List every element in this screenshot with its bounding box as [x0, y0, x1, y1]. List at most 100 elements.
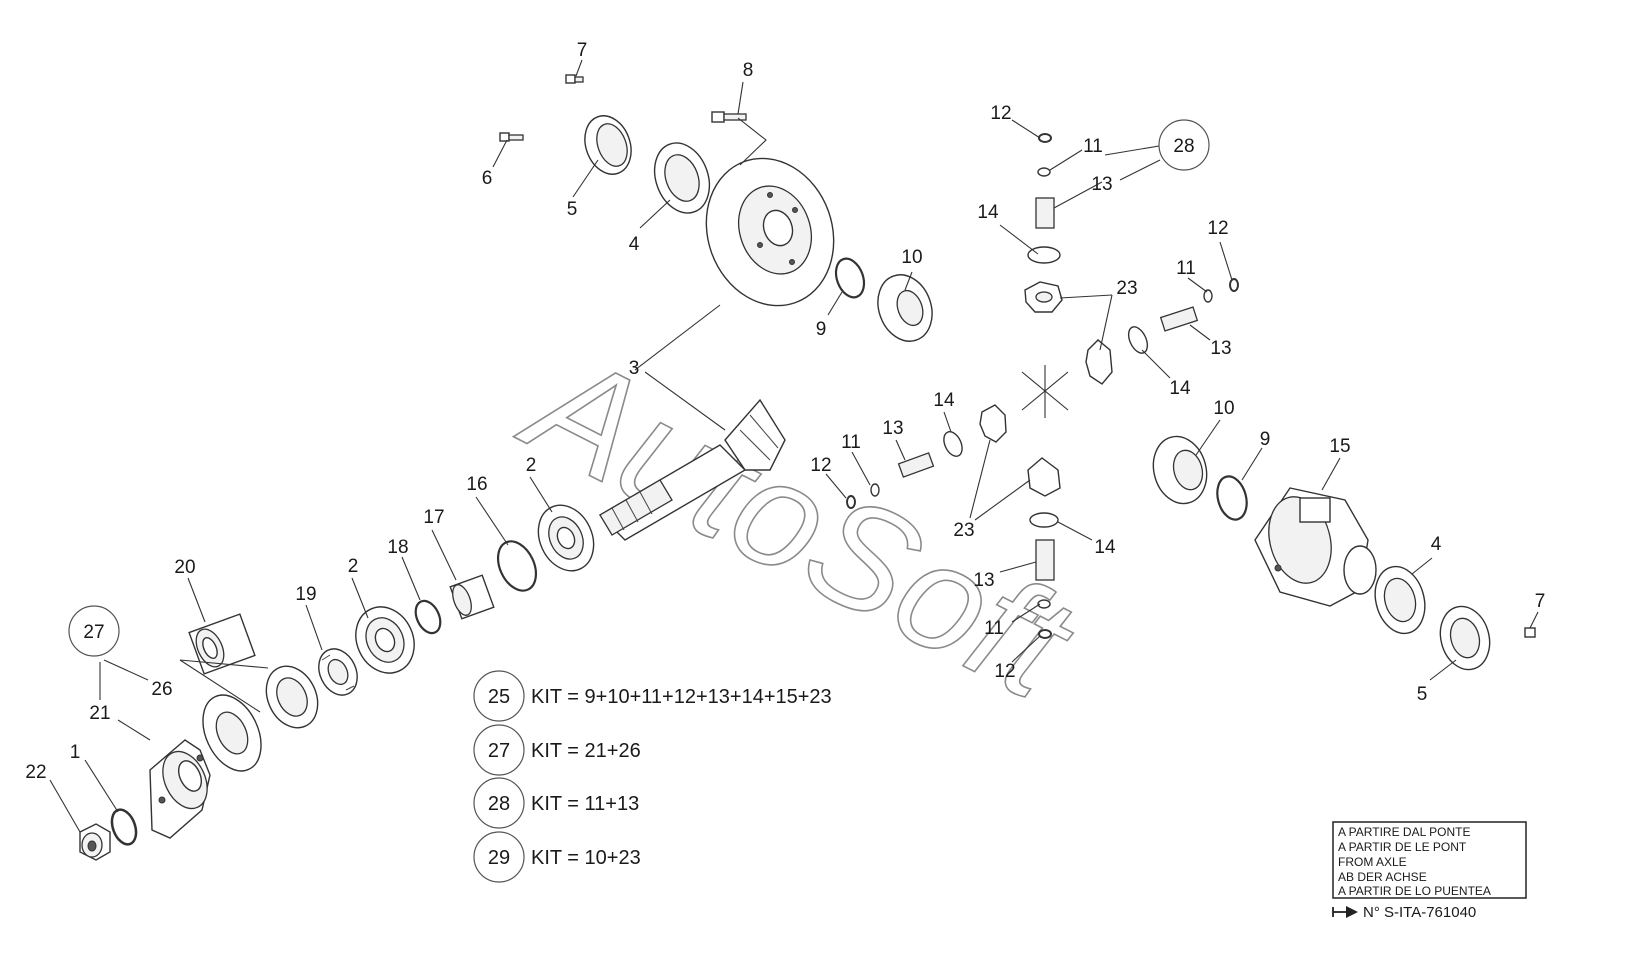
callout-11-top: 11: [1083, 136, 1103, 157]
part-11-ball-top: [1037, 167, 1051, 177]
kit-row: 28 KIT = 11+13: [473, 777, 639, 829]
callout-3: 3: [629, 358, 640, 379]
callout-labels: 7 8 6 5 4 10 9 3 12 11 13 14 12 11 23 13…: [25, 40, 1545, 783]
svg-text:KIT = 10+23: KIT = 10+23: [531, 847, 641, 869]
part-3-crown-gear: [705, 157, 835, 307]
callout-5-right: 5: [1417, 684, 1428, 705]
callout-14-top: 14: [977, 202, 999, 223]
arrow-right-icon: [1332, 906, 1358, 918]
part-13-pin-top: [1035, 197, 1055, 229]
callout-14-bottom: 14: [1094, 537, 1116, 558]
svg-text:KIT = 9+10+11+12+13+14+15+23: KIT = 9+10+11+12+13+14+15+23: [531, 686, 832, 708]
callout-21: 21: [89, 703, 110, 724]
part-9-washer-top: [834, 257, 866, 299]
part-seal: [265, 665, 319, 729]
part-22-nut: [79, 823, 111, 861]
part-2-bearing-left: [355, 606, 415, 674]
part-13-pin-right: [1159, 306, 1199, 332]
callout-23-bottom: 23: [953, 520, 974, 541]
serial-number: N° S-ITA-761040: [1363, 904, 1476, 921]
callout-10-top: 10: [901, 247, 922, 268]
callout-15: 15: [1329, 436, 1350, 457]
part-16-shim: [496, 540, 538, 592]
note-line: A PARTIRE DAL PONTE: [1338, 825, 1470, 839]
callout-4-right: 4: [1431, 534, 1442, 555]
callout-5-top: 5: [567, 199, 578, 220]
part-20-sleeve: [188, 613, 256, 675]
callout-26: 26: [151, 679, 172, 700]
part-12-clip-left: [846, 495, 856, 509]
spider-center: [1021, 365, 1069, 418]
part-7-bolt-right: [1524, 627, 1536, 638]
part-19-nut: [318, 648, 358, 696]
part-12-clip-bottom: [1038, 629, 1052, 639]
part-14-washer-right: [1127, 326, 1149, 354]
svg-text:27: 27: [83, 622, 104, 643]
part-15-diff-case: [1254, 487, 1377, 607]
callout-19: 19: [295, 584, 316, 605]
part-23-gear-right: [1085, 339, 1113, 385]
part-12-clip-top: [1038, 133, 1052, 143]
part-5-ring-top: [584, 115, 632, 175]
part-11-ball-left: [870, 483, 880, 497]
part-14-washer-left: [943, 431, 963, 457]
part-7-bolt-top: [565, 74, 584, 84]
part-1-o-ring: [110, 808, 138, 846]
kit-row: 27 KIT = 21+26: [473, 724, 641, 776]
callout-7-right: 7: [1535, 591, 1546, 612]
serial-line: N° S-ITA-761040: [1332, 904, 1476, 921]
callout-13-top: 13: [1091, 174, 1112, 195]
part-23-gear-bottom: [1027, 457, 1061, 497]
part-21-yoke: [149, 739, 211, 839]
callout-18: 18: [387, 537, 408, 558]
callout-7-top: 7: [577, 40, 588, 61]
part-2-bearing-right: [537, 504, 595, 572]
note-line: AB DER ACHSE: [1338, 870, 1427, 884]
callout-11-left: 11: [841, 432, 861, 453]
part-8-bolt: [711, 111, 747, 123]
part-13-pin-bottom: [1035, 539, 1055, 581]
callout-23-top: 23: [1116, 278, 1137, 299]
part-11-ball-bottom: [1037, 599, 1051, 609]
part-18-ring: [414, 599, 442, 635]
callout-6: 6: [482, 168, 493, 189]
svg-text:25: 25: [488, 686, 510, 708]
part-4-bearing-right: [1374, 565, 1426, 635]
part-23-gear-left: [979, 404, 1007, 443]
callout-8: 8: [743, 60, 754, 81]
callout-2-right: 2: [526, 455, 537, 476]
part-10-side-gear-right: [1152, 435, 1208, 505]
note-line: A PARTIR DE LO PUENTEA: [1338, 884, 1491, 898]
callout-10-right: 10: [1213, 398, 1234, 419]
callout-12-top: 12: [990, 103, 1011, 124]
kit-row: 25 KIT = 9+10+11+12+13+14+15+23: [473, 670, 832, 722]
svg-text:KIT = 11+13: KIT = 11+13: [531, 793, 639, 815]
svg-text:KIT = 21+26: KIT = 21+26: [531, 740, 641, 762]
callout-14-left: 14: [933, 390, 955, 411]
callout-13-right: 13: [1210, 338, 1231, 359]
callout-11-right: 11: [1176, 258, 1196, 279]
parts-drawing: [79, 74, 1536, 861]
svg-text:29: 29: [488, 847, 510, 869]
leader-lines: [49, 59, 1539, 833]
part-23-gear-top: [1024, 281, 1063, 313]
part-26-shield: [202, 694, 262, 772]
svg-text:28: 28: [488, 793, 510, 815]
callout-13-left: 13: [882, 418, 903, 439]
note-line: A PARTIR DE LE PONT: [1338, 840, 1467, 854]
callout-4-top: 4: [629, 234, 640, 255]
part-17-spacer: [449, 574, 495, 620]
part-4-bearing-top: [653, 142, 711, 214]
part-14-washer-bottom: [1029, 512, 1059, 528]
callout-22: 22: [25, 762, 46, 783]
kit-badge-27: 27: [68, 605, 120, 657]
callout-16: 16: [466, 474, 487, 495]
callout-12-right: 12: [1207, 218, 1228, 239]
part-12-clip-right: [1229, 278, 1239, 292]
callout-17: 17: [423, 507, 444, 528]
part-5-ring-right: [1439, 605, 1491, 671]
part-11-ball-right: [1203, 289, 1213, 303]
callout-12-bottom: 12: [994, 661, 1015, 682]
callout-1: 1: [70, 742, 81, 763]
